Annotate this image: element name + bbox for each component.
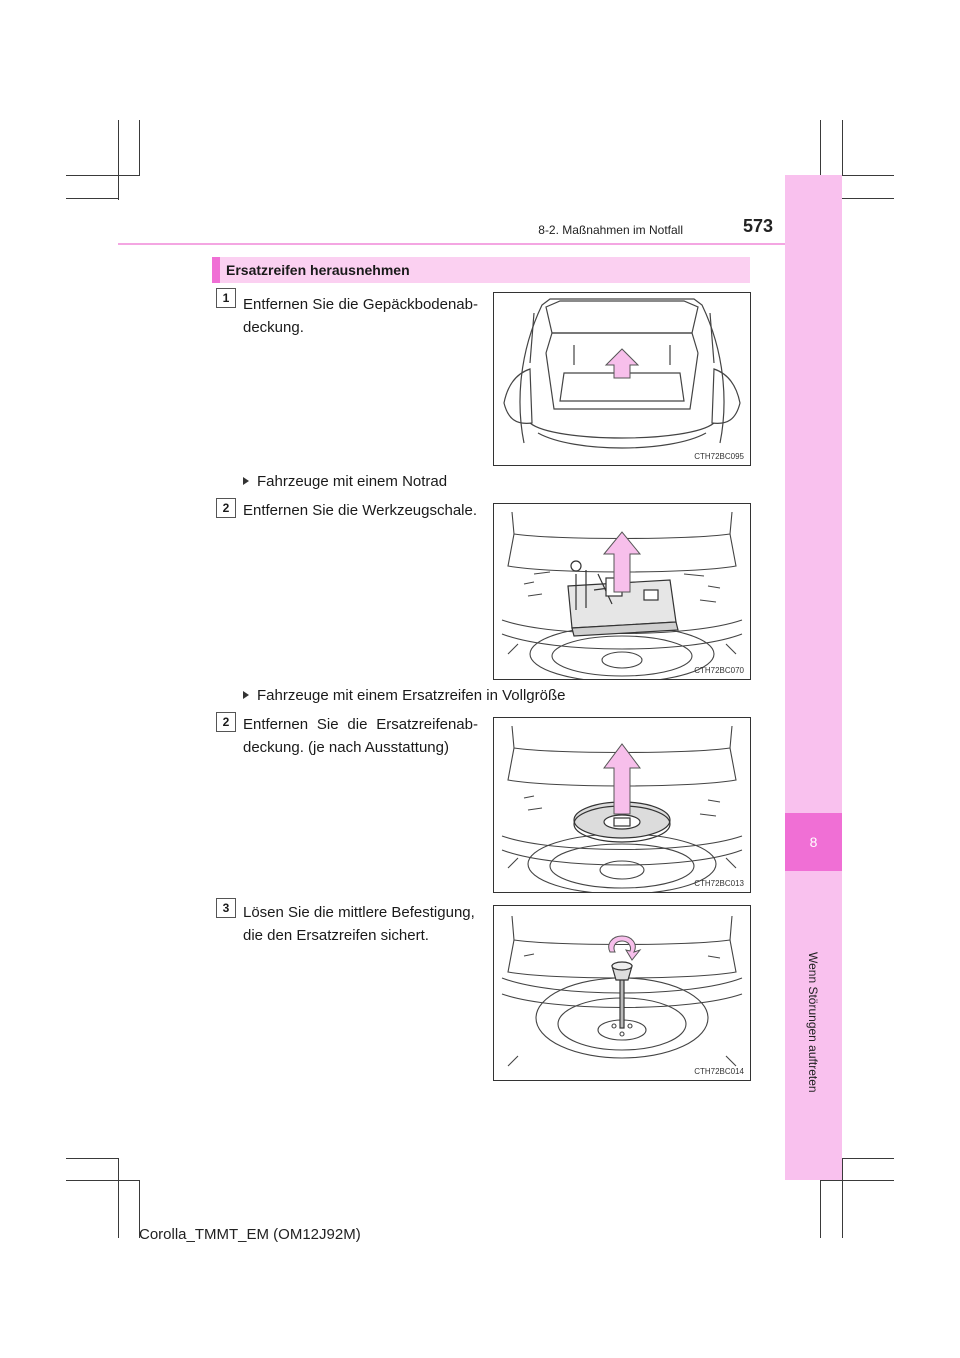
figure-spare-tire-cover: CTH72BC013: [493, 717, 751, 893]
step-text: Entfernen Sie die Gepäckbodenab- deckung…: [243, 293, 478, 339]
crop-mark: [118, 120, 119, 200]
step-number: 1: [216, 288, 236, 308]
step-text-line: Entfernen Sie die Ersatzreifenab-: [243, 716, 478, 733]
condition-bullet: Fahrzeuge mit einem Notrad: [243, 472, 447, 492]
section-heading: Ersatzreifen herausnehmen: [226, 262, 410, 278]
step-text-line: Lösen Sie die mittlere Befestigung,: [243, 904, 475, 921]
figure-code: CTH72BC095: [694, 452, 744, 461]
bullet-triangle-icon: [243, 691, 249, 700]
step-text: Lösen Sie die mittlere Befestigung, die …: [243, 901, 478, 947]
header-rule: [118, 243, 785, 245]
crop-mark: [842, 120, 843, 175]
step-text-line: Entfernen Sie die Werkzeugschale.: [243, 502, 478, 519]
bullet-triangle-icon: [243, 477, 249, 486]
chapter-title-vertical: Wenn Störungen auftreten: [801, 872, 825, 1172]
step-number: 2: [216, 498, 236, 518]
figure-trunk-floor-cover: CTH72BC095: [493, 292, 751, 466]
crop-mark: [820, 1180, 821, 1238]
figure-center-fastener: CTH72BC014: [493, 905, 751, 1081]
step-text-line: die den Ersatzreifen sichert.: [243, 927, 429, 944]
header-section-title: 8-2. Maßnahmen im Notfall: [538, 223, 683, 237]
figure-code: CTH72BC013: [694, 879, 744, 888]
crop-mark: [66, 1158, 119, 1159]
crop-mark: [118, 1158, 119, 1238]
figure-code: CTH72BC014: [694, 1067, 744, 1076]
crop-mark: [842, 1158, 894, 1159]
chapter-title: Wenn Störungen auftreten: [806, 951, 820, 1093]
footer-document-id: Corolla_TMMT_EM (OM12J92M): [139, 1226, 361, 1243]
crop-mark: [66, 175, 140, 176]
step-text-line: deckung. (je nach Ausstattung): [243, 739, 449, 756]
condition-text: Fahrzeuge mit einem Ersatzreifen in Voll…: [257, 687, 566, 704]
crop-mark: [820, 198, 894, 199]
crop-mark: [842, 175, 894, 176]
crop-mark: [842, 1158, 843, 1238]
spare-cover-illustration: [501, 725, 743, 892]
condition-text: Fahrzeuge mit einem Notrad: [257, 473, 448, 490]
page-number: 573: [742, 216, 773, 236]
step-text-line: Entfernen Sie die Gepäckbodenab-: [243, 296, 478, 313]
crop-mark: [820, 120, 821, 200]
trunk-illustration: [503, 298, 741, 449]
center-fastener-illustration: [501, 915, 743, 1067]
crop-mark: [66, 198, 119, 199]
figure-tool-tray: CTH72BC070: [493, 503, 751, 680]
crop-mark: [139, 1180, 140, 1238]
step-number: 3: [216, 898, 236, 918]
chapter-number-box: [785, 813, 842, 871]
step-text: Entfernen Sie die Ersatzreifenab- deckun…: [243, 713, 478, 759]
crop-mark: [820, 1180, 894, 1181]
crop-mark: [139, 120, 140, 175]
chapter-number: 8: [809, 834, 818, 850]
section-heading-accent: [212, 257, 220, 283]
crop-mark: [66, 1180, 140, 1181]
figure-code: CTH72BC070: [694, 666, 744, 675]
chapter-side-tab: [785, 175, 842, 1180]
condition-bullet: Fahrzeuge mit einem Ersatzreifen in Voll…: [243, 686, 565, 706]
tool-tray-illustration: [501, 511, 743, 679]
step-number: 2: [216, 712, 236, 732]
step-text: Entfernen Sie die Werkzeugschale.: [243, 499, 483, 522]
step-text-line: deckung.: [243, 319, 304, 336]
section-heading-bar: [212, 257, 750, 283]
